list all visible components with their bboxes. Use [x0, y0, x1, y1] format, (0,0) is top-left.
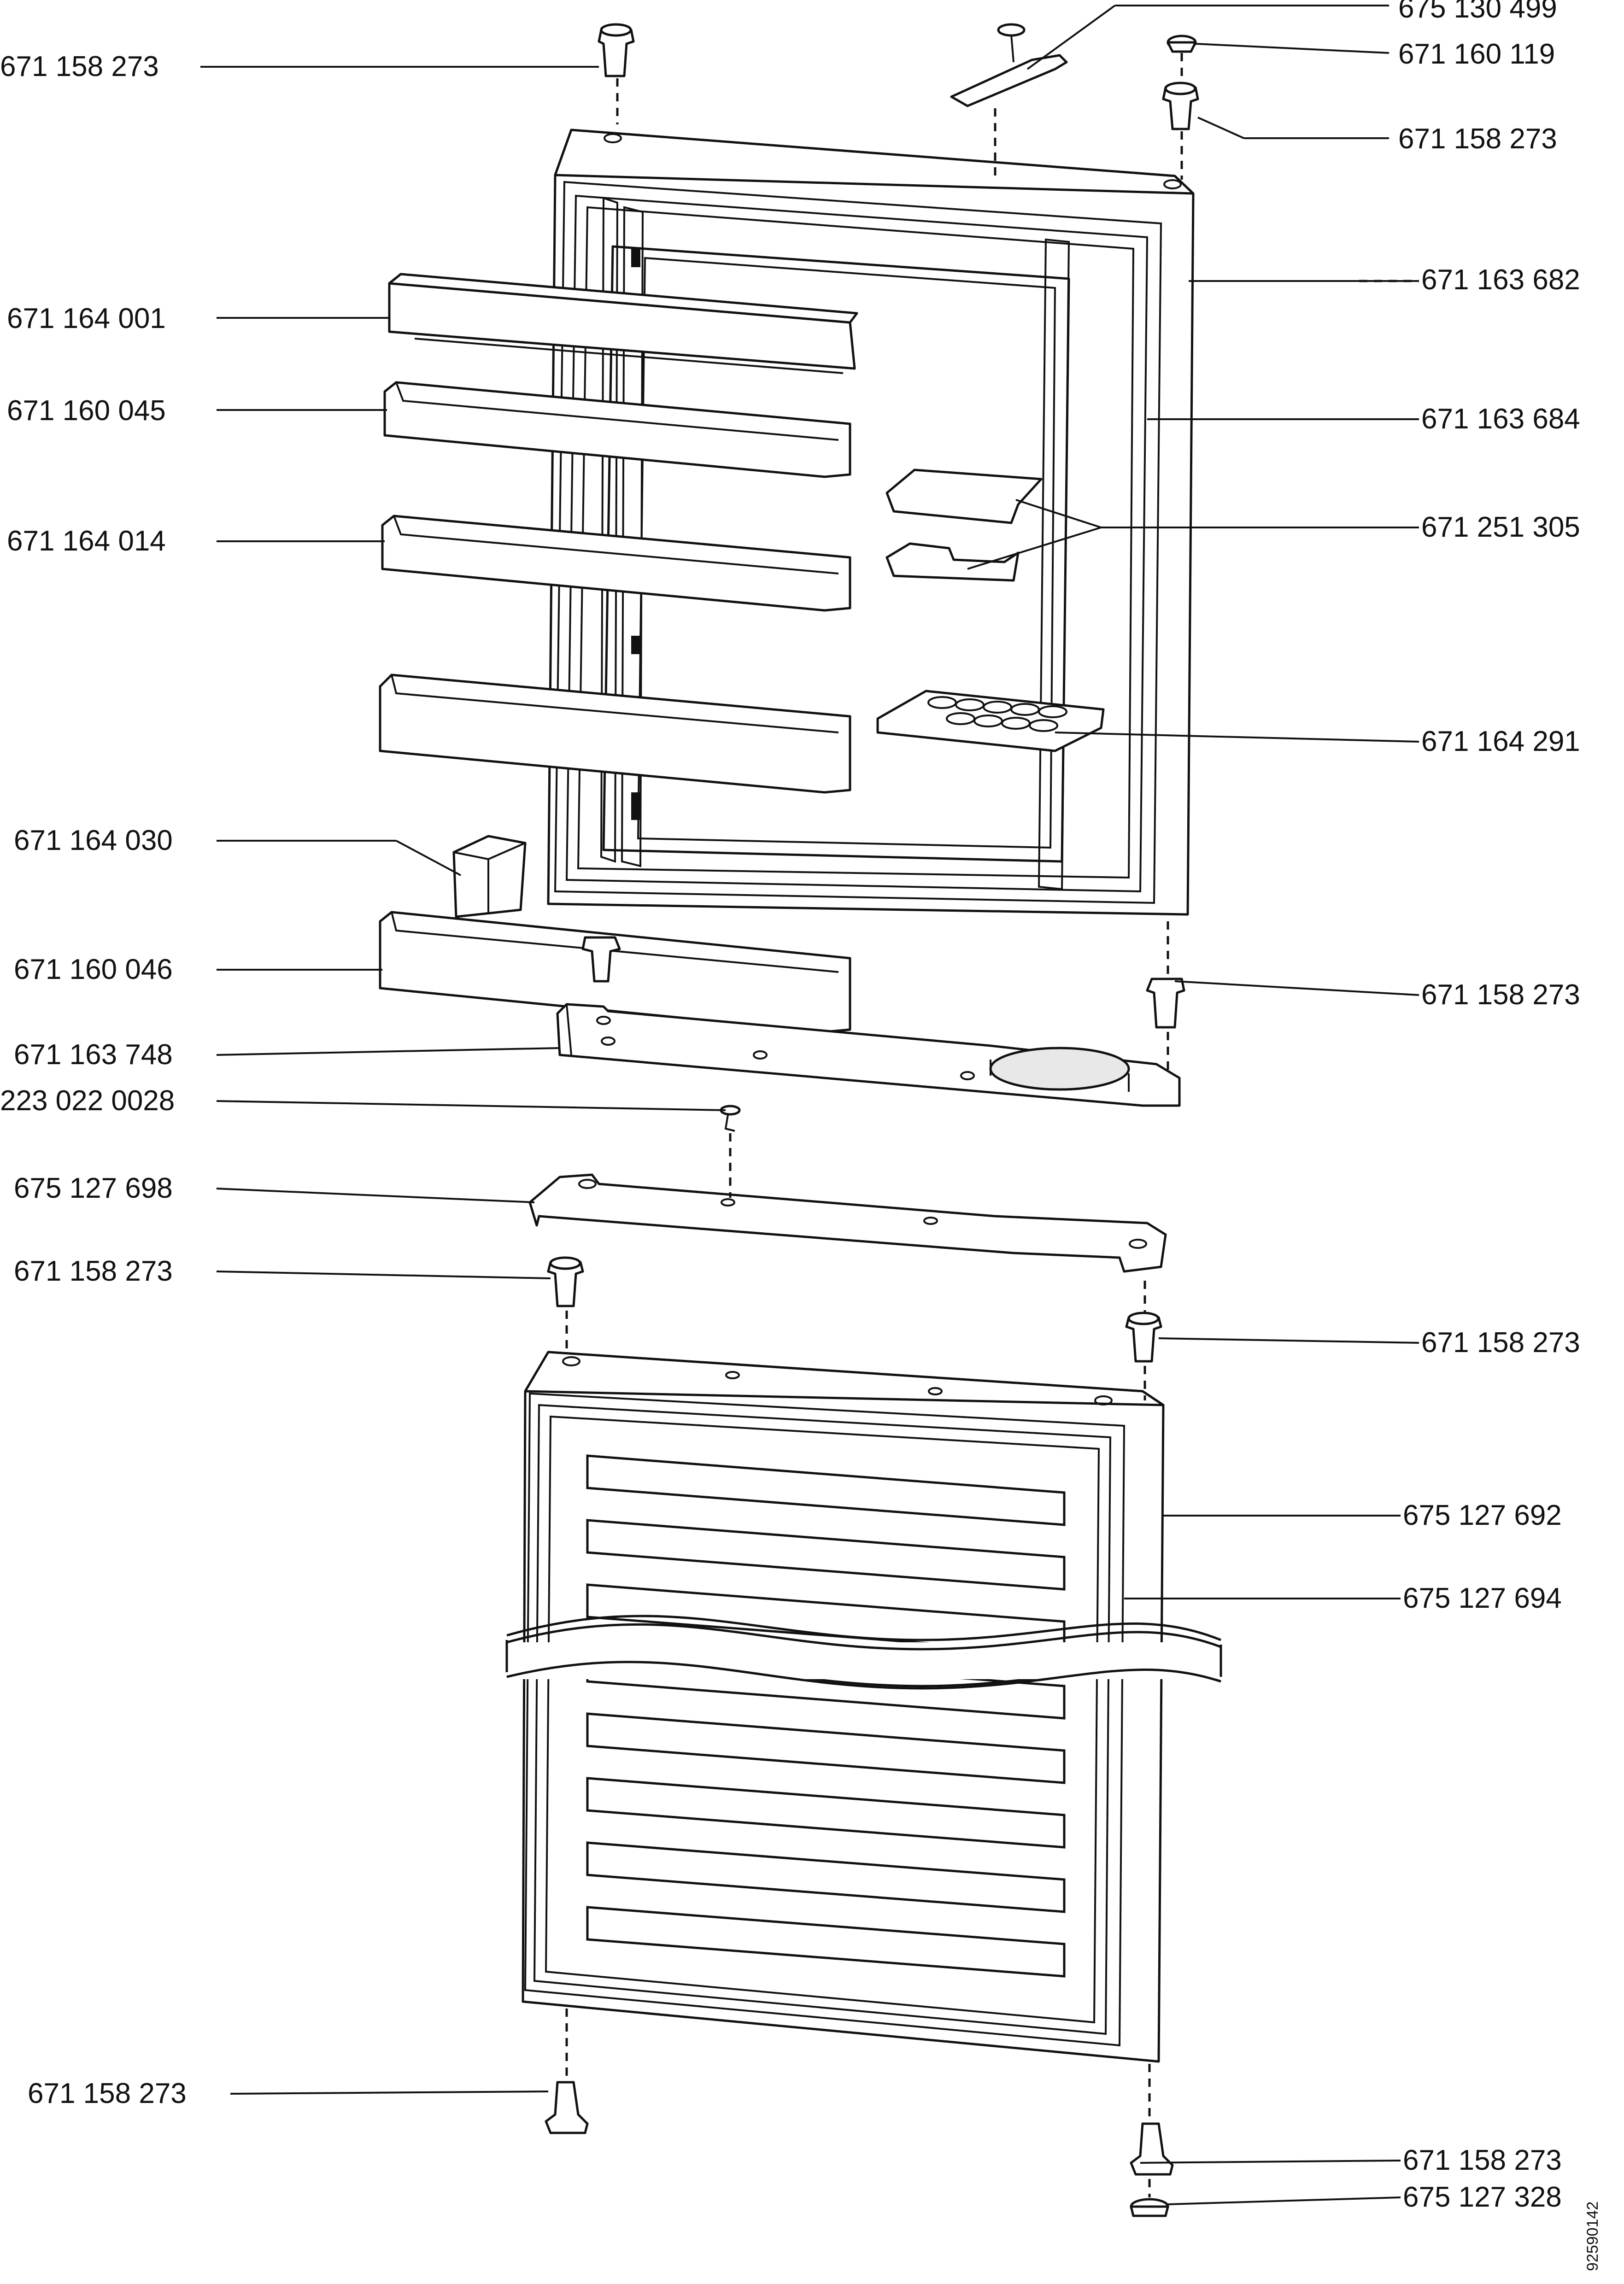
pin-mid-right [1146, 978, 1185, 1029]
callout-label: 675 127 694 [1403, 1582, 1562, 1614]
callout-label: 675 127 328 [1403, 2181, 1562, 2213]
pin-lower-left [547, 1261, 584, 1307]
callout-label: 671 164 291 [1421, 726, 1580, 757]
top-hinge-plate [950, 54, 1068, 107]
callout-label: 223 022 0028 [0, 1085, 175, 1117]
drawing-code: 92590142 [1584, 2202, 1601, 2271]
butter-lid [885, 469, 1043, 524]
callout-label: 671 164 014 [7, 525, 166, 557]
lower-door-ribs [586, 1454, 1066, 1978]
upper-door [547, 129, 1195, 916]
callout-label: 671 160 119 [1398, 38, 1555, 70]
hinge-parts [528, 23, 1199, 2217]
callout-label: 671 158 273 [1421, 1327, 1580, 1359]
callout-label: 671 158 273 [1403, 2144, 1562, 2176]
callout-label: 671 158 273 [0, 51, 159, 82]
lower-door [505, 1351, 1222, 2063]
upper-shelves [379, 273, 1105, 1033]
callout-label: 675 127 698 [14, 1172, 173, 1204]
pin-bottom-right [1130, 2122, 1174, 2176]
hinge-plate [528, 1173, 1167, 1273]
callout-label: 671 163 748 [14, 1039, 173, 1071]
callout-label: 671 158 273 [28, 2078, 187, 2109]
callout-label: 671 164 001 [7, 303, 166, 334]
callout-label: 671 163 682 [1421, 264, 1580, 296]
leader-lines [200, 5, 1419, 2205]
callout-label: 671 163 684 [1421, 403, 1580, 435]
pin-bottom-left [545, 2081, 589, 2134]
upper-door-top [554, 129, 1195, 195]
callout-label: 671 251 305 [1421, 511, 1580, 543]
hinge-knob [989, 1047, 1130, 1091]
callout-label: 675 130 499 [1398, 0, 1557, 24]
callout-label: 671 164 030 [14, 825, 173, 856]
pin-mid-left [581, 936, 621, 983]
callout-label: 671 160 045 [7, 395, 166, 427]
callout-label: 671 158 273 [1421, 979, 1580, 1011]
callout-label: 671 160 046 [14, 954, 173, 985]
upper-door-gasket [554, 181, 1162, 904]
pin-lower-right [1125, 1316, 1162, 1363]
callout-label: 671 158 273 [1398, 123, 1557, 155]
pin-top-right [1162, 86, 1199, 130]
callout-label: 675 127 692 [1403, 1499, 1562, 1531]
pin-top-left [598, 29, 635, 77]
butter-base [885, 542, 1020, 582]
lower-door-top [524, 1351, 1165, 1406]
callout-label: 671 158 273 [14, 1255, 173, 1287]
